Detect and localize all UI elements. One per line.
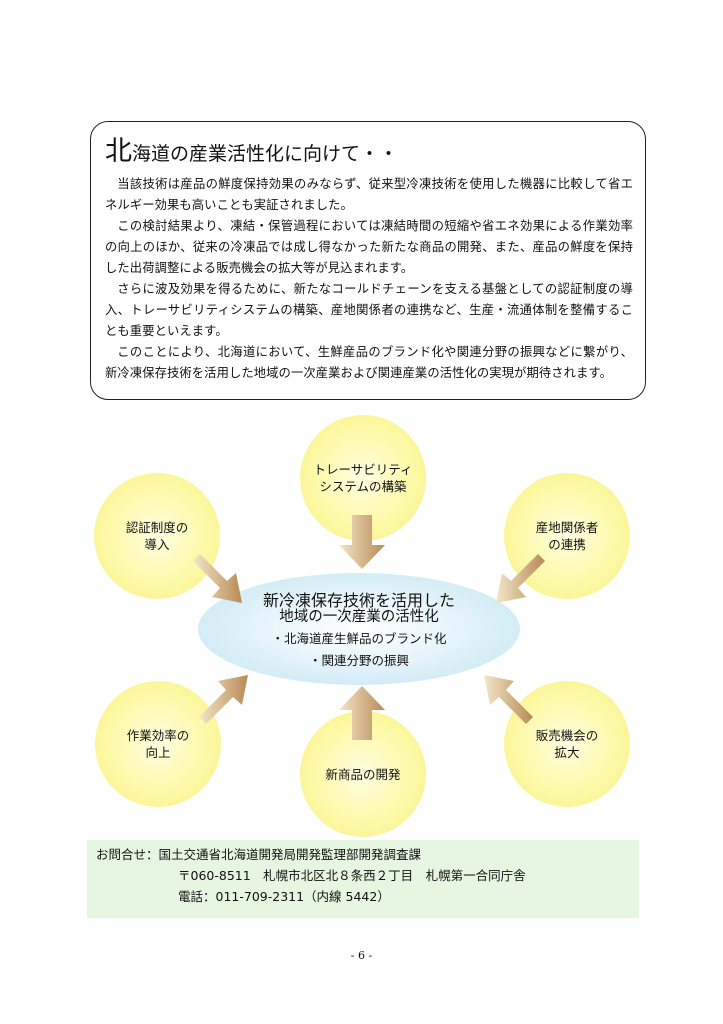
center-ellipse (198, 573, 520, 685)
arrow-diagonal-icon (484, 675, 533, 724)
activation-diagram: トレーサビリティ システムの構築 認証制度の 導入 産地関係者 の連携 作業効率… (0, 415, 723, 837)
heading-initial: 北 (105, 136, 132, 167)
center-title-1: 新冷凍保存技術を活用した (262, 591, 455, 610)
arrow-diagonal-icon (193, 554, 242, 603)
node-work-efficiency: 作業効率の 向上 (95, 681, 221, 807)
paragraph: このことにより、北海道において、生鮮産品のブランド化や関連分野の振興などに繋がり… (105, 345, 633, 380)
section-heading: 北海道の産業活性化に向けて・・ (105, 138, 633, 168)
heading-text: 海道の産業活性化に向けて・・ (132, 143, 399, 165)
contact-label: お問合せ：国土交通省北海道開発局開発監理部開発調査課 (96, 847, 422, 862)
arrow-down-icon (339, 515, 385, 569)
node-sales-expansion: 販売機会の 拡大 (504, 681, 630, 807)
center-bullet-2: ・関連分野の振興 (308, 653, 409, 668)
paragraph: 当該技術は産品の鮮度保持効果のみならず、従来型冷凍技術を使用した機器に比較して省… (105, 177, 633, 212)
page-number: - 6 - (350, 949, 373, 962)
arrow-diagonal-icon (496, 554, 545, 603)
node-certification: 認証制度の 導入 (94, 473, 220, 599)
contact-phone: 電話：011-709-2311（内線 5442） (178, 889, 390, 904)
center-title-2: 地域の一次産業の活性化 (279, 609, 439, 625)
contact-address: 〒060-8511 札幌市北区北８条西２丁目 札幌第一合同庁舎 (178, 868, 526, 883)
paragraph: さらに波及効果を得るために、新たなコールドチェーンを支える基盤としての認証制度の… (105, 282, 633, 338)
paragraph: この検討結果より、凍結・保管過程においては凍結時間の短縮や省エネ効果による作業効… (105, 219, 633, 275)
center-bullet-1: ・北海道産生鮮品のブランド化 (271, 631, 447, 646)
info-box: 北海道の産業活性化に向けて・・ 当該技術は産品の鮮度保持効果のみならず、従来型冷… (90, 121, 646, 400)
contact-box: お問合せ：国土交通省北海道開発局開発監理部開発調査課 〒060-8511 札幌市… (87, 840, 639, 918)
arrow-up-icon (339, 686, 385, 740)
arrow-diagonal-icon (199, 675, 248, 724)
